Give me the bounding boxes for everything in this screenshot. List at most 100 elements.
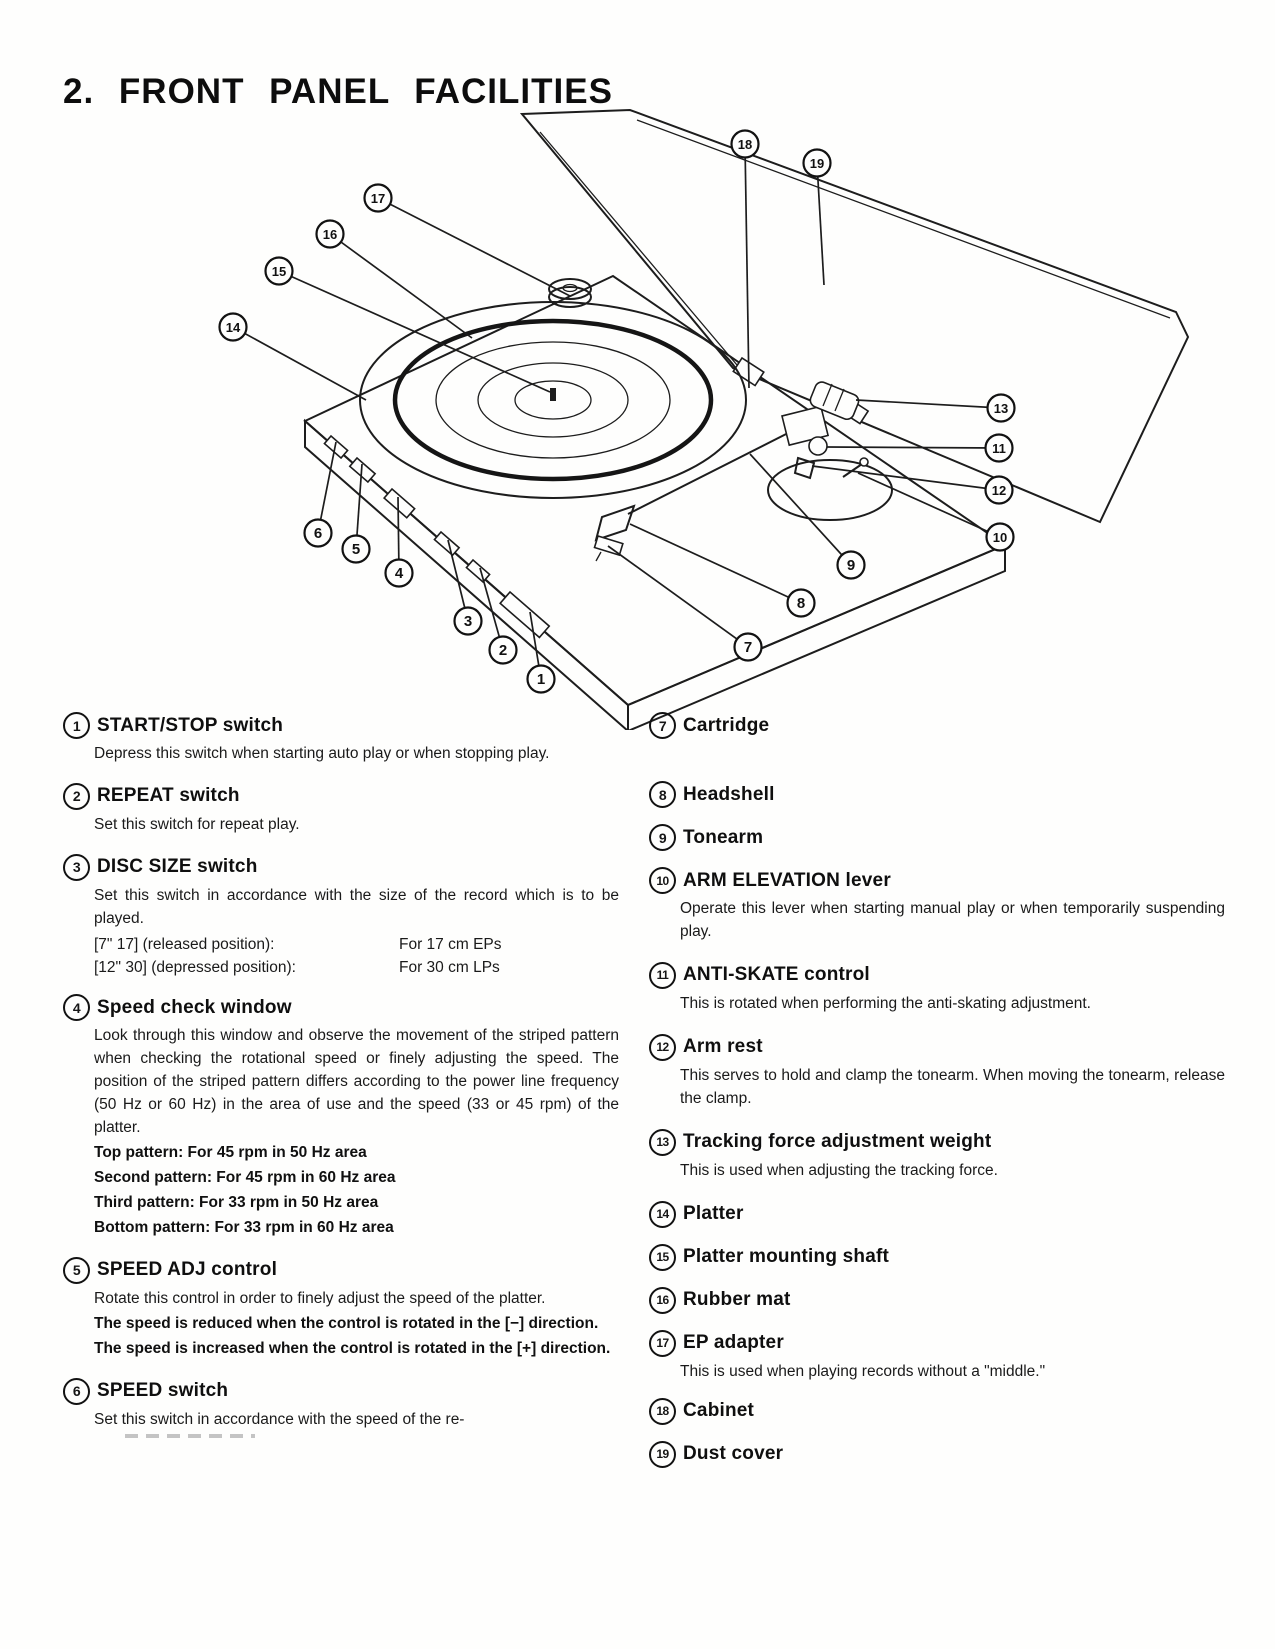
item-title: Dust cover bbox=[683, 1443, 784, 1465]
manual-section: 16 Rubber mat bbox=[649, 1286, 1225, 1318]
item-paragraph: Bottom pattern: For 33 rpm in 60 Hz area bbox=[94, 1218, 394, 1236]
speed-adj-control-shape bbox=[348, 456, 377, 484]
manual-section: 17 EP adapter This is used when playing … bbox=[649, 1329, 1225, 1386]
callout-leader-18 bbox=[744, 143, 750, 389]
callout-19: 19 bbox=[802, 148, 832, 178]
left-column: 1 START/STOP switch Depress this switch … bbox=[63, 712, 619, 1484]
manual-section: 4 Speed check window Look through this w… bbox=[63, 994, 619, 1241]
manual-section: 18 Cabinet bbox=[649, 1397, 1225, 1429]
item-number-badge: 11 bbox=[649, 961, 676, 989]
headshell-shape bbox=[594, 504, 636, 542]
item-paragraph: Operate this lever when starting manual … bbox=[680, 900, 1225, 940]
item-body: This is rotated when performing the anti… bbox=[649, 993, 1225, 1016]
svg-text:15: 15 bbox=[272, 264, 286, 279]
item-number-badge: 17 bbox=[649, 1329, 676, 1357]
item-body: Rotate this control in order to finely a… bbox=[63, 1288, 619, 1361]
svg-text:1: 1 bbox=[537, 671, 545, 688]
callout-leader-11 bbox=[826, 446, 1000, 449]
item-heading: 17 EP adapter bbox=[649, 1329, 1225, 1357]
item-number-badge: 7 bbox=[649, 712, 676, 739]
item-number-badge: 13 bbox=[649, 1128, 676, 1156]
item-body: This serves to hold and clamp the tonear… bbox=[649, 1065, 1225, 1111]
item-paragraph: Set this switch in accordance with the s… bbox=[94, 1410, 465, 1428]
item-paragraph: This is rotated when performing the anti… bbox=[680, 994, 1091, 1012]
item-heading: 19 Dust cover bbox=[649, 1440, 1225, 1468]
svg-text:16: 16 bbox=[323, 227, 337, 242]
item-body: Operate this lever when starting manual … bbox=[649, 898, 1225, 944]
item-title: Speed check window bbox=[97, 996, 292, 1018]
cabinet bbox=[303, 274, 1008, 730]
svg-text:2: 2 bbox=[499, 642, 507, 659]
item-heading: 3 DISC SIZE switch bbox=[63, 853, 619, 881]
callout-18: 18 bbox=[730, 129, 760, 159]
tonearm-base bbox=[767, 459, 893, 521]
item-number-badge: 6 bbox=[63, 1377, 90, 1405]
callout-leader-6 bbox=[317, 441, 337, 534]
item-paragraph: Second pattern: For 45 rpm in 60 Hz area bbox=[94, 1168, 396, 1186]
spec-value: For 30 cm LPs bbox=[399, 959, 500, 976]
svg-text:6: 6 bbox=[314, 525, 322, 542]
rubber-mat bbox=[392, 318, 714, 482]
item-title: Arm rest bbox=[683, 1036, 763, 1058]
callout-leader-7 bbox=[607, 545, 749, 648]
item-title: Cabinet bbox=[683, 1400, 755, 1422]
callout-2: 2 bbox=[488, 635, 518, 665]
repeat-button bbox=[465, 558, 491, 584]
item-heading: 18 Cabinet bbox=[649, 1397, 1225, 1425]
item-paragraph: Set this switch in accordance with the s… bbox=[94, 886, 619, 927]
disc-size-button bbox=[433, 530, 461, 557]
callout-3: 3 bbox=[453, 606, 483, 636]
item-paragraph: Top pattern: For 45 rpm in 50 Hz area bbox=[94, 1143, 367, 1161]
item-heading: 5 SPEED ADJ control bbox=[63, 1256, 619, 1284]
callout-leader-9 bbox=[749, 453, 852, 566]
callout-leader-15 bbox=[278, 270, 551, 393]
manual-section: 14 Platter bbox=[649, 1200, 1225, 1232]
item-title: Rubber mat bbox=[683, 1289, 791, 1311]
callout-7: 7 bbox=[733, 632, 763, 662]
item-heading: 12 Arm rest bbox=[649, 1033, 1225, 1061]
callout-13: 13 bbox=[986, 393, 1016, 423]
item-title: ARM ELEVATION lever bbox=[683, 869, 891, 891]
item-number-badge: 14 bbox=[649, 1200, 676, 1228]
item-title: Cartridge bbox=[683, 714, 770, 736]
item-paragraph: Rotate this control in order to finely a… bbox=[94, 1289, 546, 1307]
callout-4: 4 bbox=[384, 558, 414, 588]
manual-section: 15 Platter mounting shaft bbox=[649, 1243, 1225, 1275]
callout-1: 1 bbox=[526, 664, 556, 694]
svg-text:4: 4 bbox=[395, 565, 404, 582]
item-paragraph: The speed is reduced when the control is… bbox=[94, 1314, 599, 1332]
item-number-badge: 8 bbox=[649, 781, 676, 808]
stylus bbox=[595, 551, 602, 562]
svg-text:14: 14 bbox=[226, 320, 241, 335]
tonearm-tube bbox=[627, 427, 799, 515]
item-heading: 11 ANTI-SKATE control bbox=[649, 961, 1225, 989]
callout-leader-14 bbox=[232, 326, 367, 401]
start-stop-button bbox=[499, 590, 551, 639]
manual-section: 2 REPEAT switch Set this switch for repe… bbox=[63, 782, 619, 839]
svg-text:5: 5 bbox=[352, 541, 360, 558]
manual-section: 12 Arm rest This serves to hold and clam… bbox=[649, 1033, 1225, 1113]
record-label bbox=[477, 362, 629, 438]
item-body: Depress this switch when starting auto p… bbox=[63, 743, 619, 766]
item-body: This is used when adjusting the tracking… bbox=[649, 1160, 1225, 1183]
item-paragraph: This is used when playing records withou… bbox=[680, 1362, 1046, 1380]
item-heading: 14 Platter bbox=[649, 1200, 1225, 1228]
item-number-badge: 12 bbox=[649, 1033, 676, 1061]
item-heading: 10 ARM ELEVATION lever bbox=[649, 867, 1225, 894]
svg-text:11: 11 bbox=[992, 441, 1006, 456]
manual-section: 8 Headshell bbox=[649, 781, 1225, 812]
item-heading: 15 Platter mounting shaft bbox=[649, 1243, 1225, 1271]
spec-row: [7" 17] (released position):For 17 cm EP… bbox=[94, 933, 619, 956]
item-number-badge: 3 bbox=[63, 853, 90, 881]
item-title: SPEED ADJ control bbox=[97, 1259, 278, 1281]
manual-section: 9 Tonearm bbox=[649, 824, 1225, 855]
callout-leader-8 bbox=[629, 523, 802, 604]
callout-leader-17 bbox=[377, 197, 571, 297]
speed-switch-button bbox=[323, 434, 349, 460]
spec-label: [7" 17] (released position): bbox=[94, 935, 275, 953]
svg-text:13: 13 bbox=[994, 401, 1008, 416]
manual-section: 1 START/STOP switch Depress this switch … bbox=[63, 712, 619, 768]
